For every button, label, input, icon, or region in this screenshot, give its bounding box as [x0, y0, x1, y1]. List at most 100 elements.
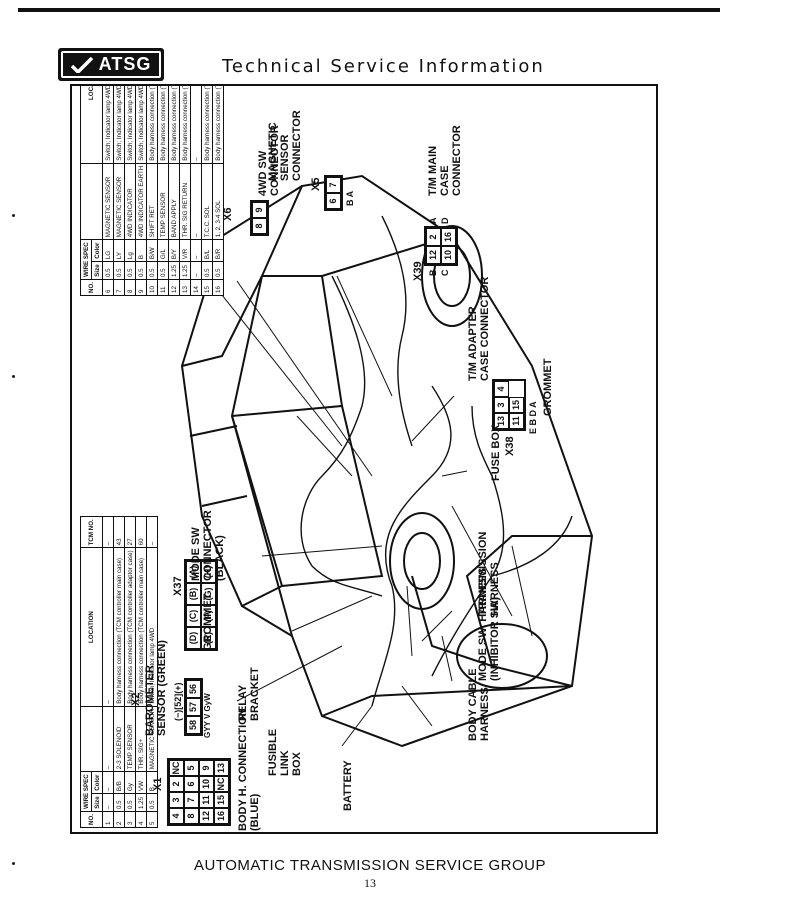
- table-cell: 1: [102, 811, 114, 828]
- pin: 5: [184, 760, 199, 776]
- table-cell: 60: [135, 516, 147, 548]
- table-cell: –: [102, 793, 114, 812]
- diagram-frame: NO. WIRE SPEC LOCATION TCM NO. Size Colo…: [70, 84, 658, 834]
- table-cell: 0.5: [146, 793, 158, 812]
- table-cell: 5: [146, 811, 158, 828]
- table-cell: –: [190, 261, 202, 280]
- table-cell: 1, 2, 3-4 SOL: [212, 163, 224, 240]
- table-cell: BAND APPLY: [168, 163, 180, 240]
- table-cell: MAGNETIC SENSOR: [113, 163, 125, 240]
- fuse-box-label: FUSE BOX: [490, 424, 502, 481]
- table-cell: G/L: [157, 239, 169, 262]
- table-cell: TEMP SENSOR: [157, 163, 169, 240]
- x2-description: BAROMETER SENSOR (GREEN): [144, 640, 168, 736]
- pin: (B): [186, 583, 201, 605]
- table-cell: 4WD INDICATOR: [124, 163, 136, 240]
- table-cell: 43: [113, 516, 125, 548]
- table-cell: 0.5: [113, 261, 125, 280]
- table-cell: 0.5: [157, 261, 169, 280]
- x5-connector: 6 7: [324, 175, 343, 211]
- col-header-tcm-no: TCM NO.: [80, 516, 103, 548]
- x6-label: X6: [222, 207, 234, 221]
- table-cell: 0.5: [124, 793, 136, 812]
- pin: 8: [184, 808, 199, 824]
- col-header-location: LOCATION: [80, 86, 103, 164]
- col-header-no: NO.: [80, 811, 103, 828]
- page-number: 13: [364, 876, 376, 890]
- x1-description: BODY H. CONNECTION (BLUE): [237, 708, 261, 831]
- table-cell: 6: [102, 279, 114, 296]
- table-cell: –: [102, 547, 114, 707]
- table-cell: Switch; Indicator lamp 4WD: [113, 86, 125, 164]
- table-cell: Switch; Indicator lamp 4WD: [135, 86, 147, 164]
- col-header-size: Size: [91, 261, 103, 280]
- table-cell: 1.25: [179, 261, 191, 280]
- x1-label: X1: [152, 777, 164, 791]
- margin-dot: [12, 862, 15, 865]
- check-mark-icon: [70, 56, 93, 74]
- pin: 9: [252, 202, 267, 218]
- x38-label: X38: [504, 436, 516, 456]
- footer-org: AUTOMATIC TRANSMISSION SERVICE GROUP: [194, 857, 546, 874]
- table-cell: Lg: [124, 239, 136, 262]
- col-header-function: [80, 706, 103, 772]
- table-cell: –: [102, 516, 114, 548]
- col-header-location: LOCATION: [80, 547, 103, 707]
- fusible-link-box-label: FUSIBLE LINK BOX: [267, 728, 303, 776]
- table-cell: VW: [135, 771, 147, 794]
- x6-connector: 8 9: [250, 200, 269, 236]
- pin: (C): [186, 605, 201, 627]
- x2-connector: 58 57 56: [184, 678, 203, 736]
- table-cell: –: [102, 771, 114, 794]
- rotated-diagram: NO. WIRE SPEC LOCATION TCM NO. Size Colo…: [72, 86, 656, 832]
- table-cell: Body harness connection (TCM controller …: [146, 86, 158, 164]
- pin: 58: [186, 716, 201, 734]
- table-cell: 15: [201, 279, 213, 296]
- table-cell: Body harness connection (TCM controller …: [201, 86, 213, 164]
- table-cell: –: [102, 706, 114, 772]
- x38-pin-letters: E B D A: [528, 401, 538, 434]
- table-cell: TEMP SENSOR: [124, 706, 136, 772]
- pin: 6: [326, 193, 341, 209]
- wire-spec-table-main: NO. WIRE SPEC LOCATION TCM NO. Size Colo…: [80, 86, 224, 296]
- table-cell: –: [146, 516, 158, 548]
- battery-label: BATTERY: [342, 760, 354, 811]
- pin: 7: [326, 177, 341, 193]
- table-cell: 11: [157, 279, 169, 296]
- table-cell: –: [190, 86, 202, 164]
- col-header-color: Color: [91, 771, 103, 794]
- table-cell: Body harness connection (TCM controller …: [157, 86, 169, 164]
- table-cell: 27: [124, 516, 136, 548]
- table-cell: Body harness connection (TCM controller …: [113, 547, 125, 707]
- grommet-label-top: GROMMET: [542, 358, 554, 416]
- col-header-wire-spec: WIRE SPEC: [80, 239, 92, 280]
- table-cell: T.C.C. SOL: [201, 163, 213, 240]
- table-cell: 0.5: [212, 261, 224, 280]
- pin: 3: [494, 397, 509, 413]
- table-cell: 14: [190, 279, 202, 296]
- x2-polarity: (−)[52](+): [173, 682, 183, 721]
- table-cell: 4WD INDICATOR EARTH: [135, 163, 147, 240]
- pin: 6: [184, 776, 199, 792]
- atsg-logo: ATSG: [58, 48, 164, 81]
- x37-description: MODE SW CONNECTOR (BLACK): [190, 510, 226, 581]
- table-cell: 0.5: [201, 261, 213, 280]
- col-header-color: Color: [91, 239, 103, 262]
- x5-description: MAGNETIC SENSOR CONNECTOR: [267, 110, 303, 181]
- x39-pin-letters-left: B C: [428, 269, 450, 277]
- x39-connector: 12 2 10 16: [424, 226, 458, 266]
- table-cell: LY: [113, 239, 125, 262]
- table-cell: 0.5: [124, 261, 136, 280]
- pin: 2: [169, 776, 184, 792]
- pin: NC: [169, 760, 184, 776]
- table-cell: B/L: [201, 239, 213, 262]
